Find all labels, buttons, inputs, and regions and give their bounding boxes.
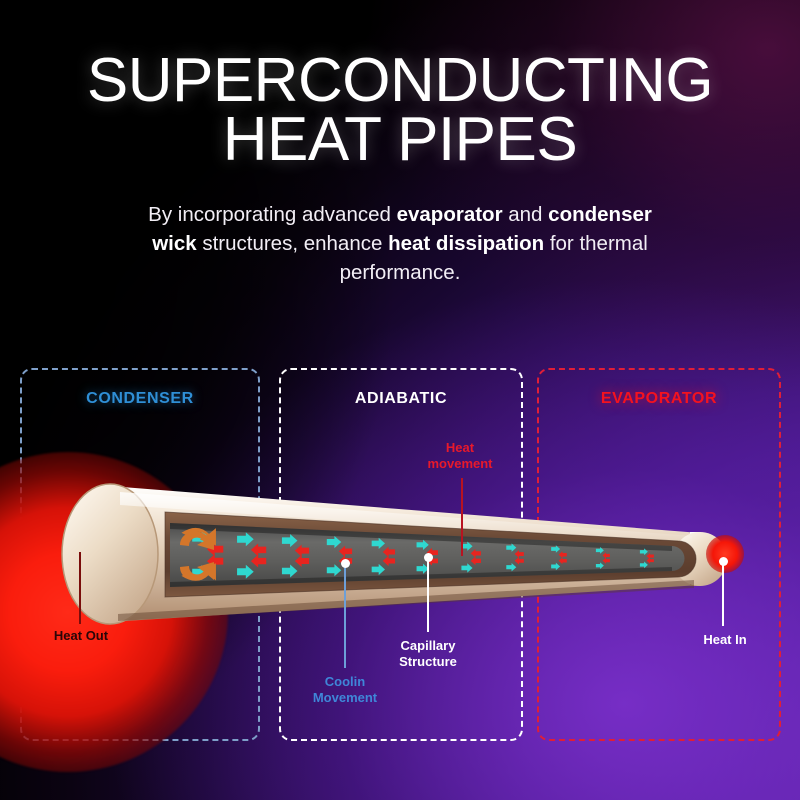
callout-heat-out-line1: Heat Out bbox=[53, 628, 109, 643]
vapor-arrow-top-8 bbox=[551, 545, 561, 553]
heat-in-glow bbox=[706, 535, 744, 573]
liquid-arrow-a-7 bbox=[514, 550, 524, 558]
liquid-arrow-a-3 bbox=[338, 545, 353, 557]
callout-heat-movement: Heat movement bbox=[398, 440, 522, 473]
title-line-2: HEAT PIPES bbox=[222, 104, 578, 174]
vapor-arrow-top-2 bbox=[281, 534, 298, 548]
subtitle-part-1: evaporator bbox=[396, 203, 503, 226]
liquid-arrow-a-4 bbox=[382, 546, 396, 558]
leader-dot-capillary bbox=[424, 553, 433, 562]
leader-dot-coolin bbox=[341, 559, 350, 568]
title-line-1: SUPERCONDUCTING bbox=[86, 46, 714, 115]
vapor-arrow-bottom-4 bbox=[371, 563, 386, 576]
vapor-arrow-bottom-9 bbox=[595, 562, 604, 570]
page-title: SUPERCONDUCTING HEAT PIPES bbox=[0, 46, 800, 174]
liquid-arrow-b-1 bbox=[250, 554, 267, 568]
subtitle-text: By incorporating advanced evaporator and… bbox=[148, 203, 652, 284]
callout-coolin-line1: Coolin bbox=[324, 674, 366, 689]
liquid-arrow-b-9 bbox=[602, 557, 610, 564]
vapor-arrow-top-9 bbox=[595, 547, 604, 554]
liquid-arrow-a-8 bbox=[558, 551, 567, 559]
leader-dot-heat-in bbox=[719, 557, 728, 566]
vapor-arrow-top-7 bbox=[506, 543, 517, 552]
liquid-arrow-a-6 bbox=[470, 549, 481, 558]
liquid-arrow-b-8 bbox=[558, 557, 567, 565]
callout-coolin-line2: Movement bbox=[312, 690, 378, 706]
vapor-arrow-top-6 bbox=[461, 541, 473, 551]
callout-heat-movement-line2: movement bbox=[427, 456, 493, 472]
subtitle-part-6: for thermal performance. bbox=[339, 232, 648, 285]
liquid-arrow-b-4 bbox=[382, 555, 396, 567]
return-arrows-drawn bbox=[180, 531, 214, 581]
vapor-arrow-bottom-6 bbox=[461, 563, 473, 573]
vapor-arrow-top-5 bbox=[416, 539, 429, 550]
vapor-arrow-top-4 bbox=[371, 537, 386, 550]
vapor-arrow-bottom-10 bbox=[639, 561, 648, 569]
vapor-arrow-bottom-3 bbox=[326, 564, 342, 577]
vapor-arrow-bottom-5 bbox=[416, 563, 429, 574]
subtitle-part-5: heat dissipation bbox=[388, 232, 545, 256]
vapor-arrow-bottom-2 bbox=[281, 564, 298, 578]
flow-arrows bbox=[192, 530, 654, 580]
vapor-arrow-top-1 bbox=[237, 532, 254, 547]
zone-label-adiabatic: ADIABATIC bbox=[354, 390, 448, 407]
liquid-arrow-b-6 bbox=[470, 556, 481, 566]
vapor-arrow-top-10 bbox=[639, 548, 648, 556]
callout-heat-out: Heat Out bbox=[24, 628, 138, 644]
zone-label-evaporator: EVAPORATOR bbox=[600, 390, 718, 407]
callout-heat-in-line1: Heat In bbox=[703, 632, 747, 647]
vapor-arrow-bottom-1 bbox=[237, 564, 254, 579]
callout-heat-movement-line1: Heat bbox=[445, 440, 475, 455]
vapor-arrow-bottom-7 bbox=[506, 562, 517, 572]
liquid-arrow-a-10 bbox=[646, 553, 654, 560]
liquid-arrow-b-7 bbox=[514, 556, 524, 565]
liquid-arrow-a-1 bbox=[250, 543, 267, 557]
subtitle: By incorporating advanced evaporator and… bbox=[125, 200, 675, 287]
subtitle-part-0: By incorporating advanced bbox=[148, 203, 397, 226]
callout-coolin: Coolin Movement bbox=[285, 674, 405, 707]
subtitle-part-4: structures, enhance bbox=[196, 232, 389, 256]
subtitle-part-3: condenser wick bbox=[152, 203, 652, 256]
callout-capillary-line2: Structure bbox=[399, 654, 457, 670]
callout-capillary-line1: Capillary bbox=[400, 638, 456, 653]
zone-label-condenser: CONDENSER bbox=[86, 390, 194, 407]
subtitle-part-2: and bbox=[502, 203, 549, 226]
liquid-arrow-b-2 bbox=[294, 555, 310, 568]
callout-capillary: Capillary Structure bbox=[368, 638, 488, 671]
callout-heat-in: Heat In bbox=[675, 632, 775, 648]
liquid-arrow-b-10 bbox=[646, 557, 654, 564]
vapor-arrow-bottom-8 bbox=[551, 562, 561, 571]
liquid-arrow-a-9 bbox=[602, 552, 610, 559]
